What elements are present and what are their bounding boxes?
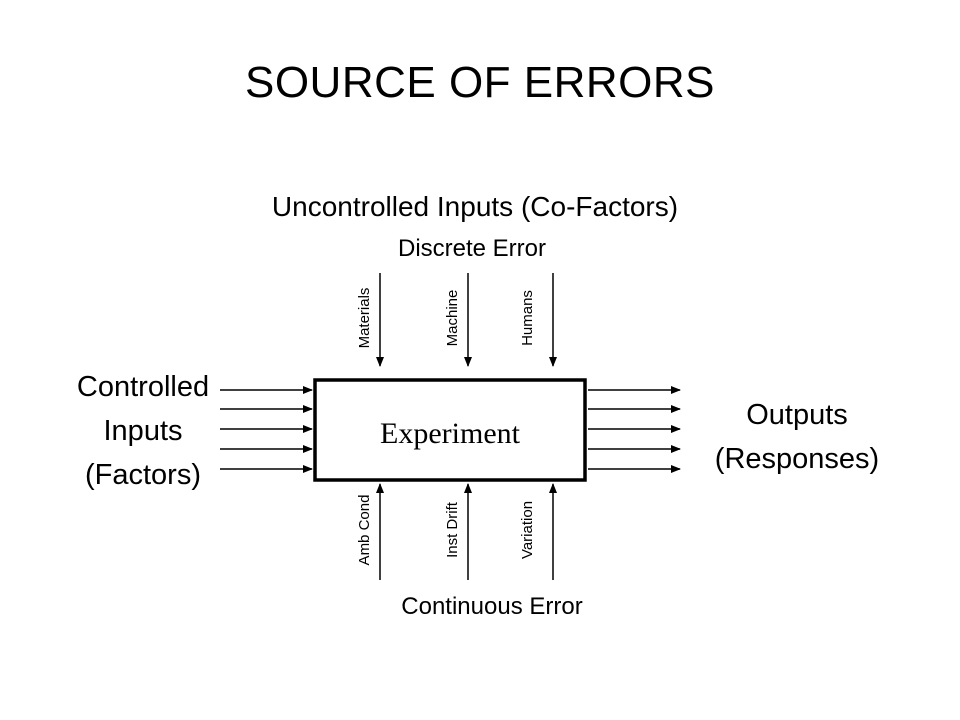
uncontrolled-inputs-heading: Uncontrolled Inputs (Co-Factors) <box>272 191 678 222</box>
discrete-error-label: Discrete Error <box>398 235 546 262</box>
inst-drift-label: Inst Drift <box>444 501 461 558</box>
outputs-label-line1: Outputs <box>746 399 848 431</box>
output-arrows <box>588 386 681 473</box>
continuous-error-arrows <box>376 483 557 580</box>
variation-label: Variation <box>519 501 536 559</box>
controlled-inputs-label-line1: Controlled <box>77 371 209 403</box>
outputs-label-line2: (Responses) <box>715 443 879 475</box>
experiment-label: Experiment <box>380 417 521 450</box>
humans-label: Humans <box>519 290 536 346</box>
machine-label: Machine <box>444 290 461 347</box>
controlled-inputs-label-line3: (Factors) <box>85 459 201 491</box>
slide-title: SOURCE OF ERRORS <box>244 58 716 107</box>
controlled-inputs-label-line2: Inputs <box>104 415 183 447</box>
materials-label: Materials <box>356 288 373 349</box>
continuous-error-label: Continuous Error <box>401 593 582 620</box>
input-arrows <box>220 386 313 473</box>
experiment-box <box>313 378 587 482</box>
discrete-error-arrows <box>376 273 557 367</box>
amb-cond-label: Amb Cond <box>356 495 373 566</box>
